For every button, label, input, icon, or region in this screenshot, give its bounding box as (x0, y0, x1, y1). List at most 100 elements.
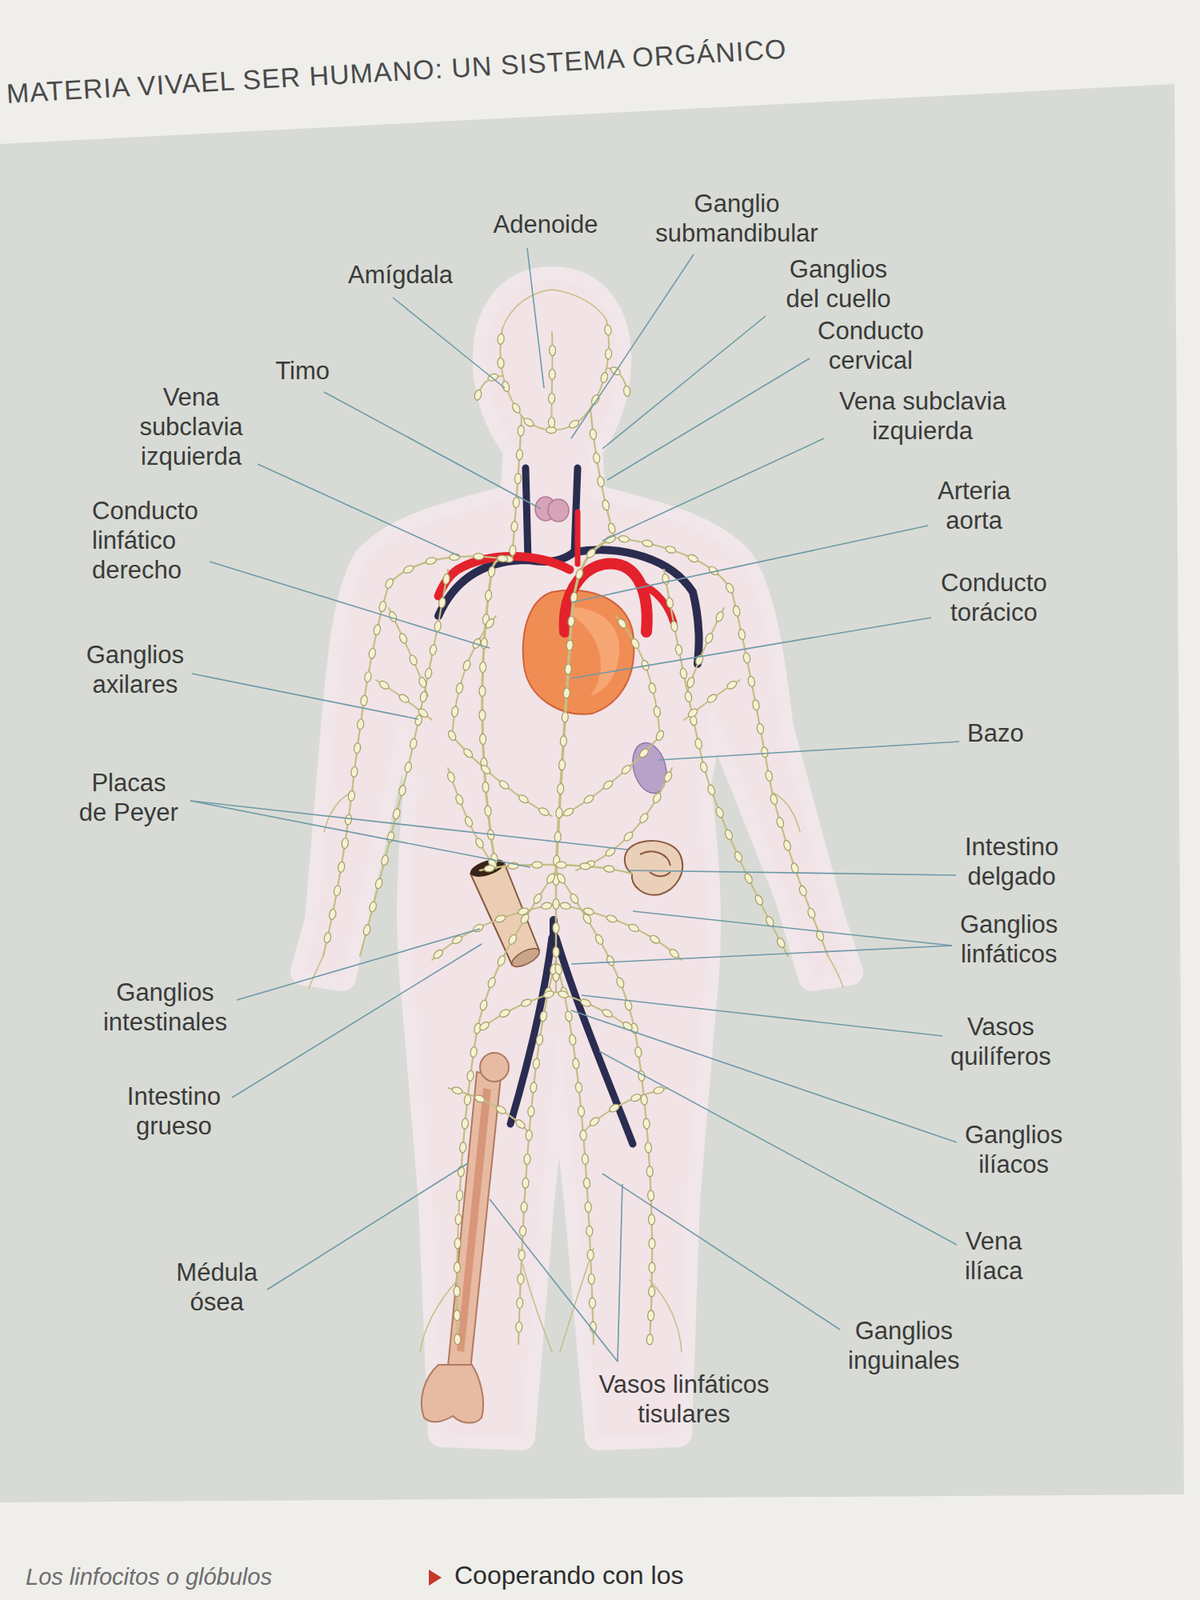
lymph-thin (828, 956, 844, 988)
part-label: Vasos quilíferos (950, 1012, 1052, 1072)
lymph-node-dot (568, 1034, 577, 1046)
lymph-node-dot (488, 566, 496, 578)
lymph-thin (420, 1280, 458, 1352)
lymph-node-dot (479, 733, 486, 744)
lymph-node-dot (438, 596, 447, 608)
lymph-node-dot (756, 723, 764, 735)
artery (438, 556, 570, 597)
lymph-node-dot (447, 729, 458, 742)
lymph-node-dot (540, 901, 552, 910)
lymph-node-dot (340, 837, 349, 849)
lymph (576, 768, 672, 871)
lymph-node-dot (428, 644, 437, 656)
lymph-node-dot (453, 1262, 460, 1273)
lymph-node-dot (516, 449, 524, 460)
leader-line (581, 995, 943, 1036)
lymph-node-dot (753, 893, 764, 906)
lymph-node-dot (496, 554, 508, 563)
lymph-node-dot (640, 1094, 648, 1106)
lymph-node-dot (686, 676, 696, 689)
lymph-node-dot (372, 624, 382, 636)
lymph-node-dot (647, 1190, 654, 1201)
lymph-node-dot (479, 999, 488, 1012)
lymph-node-dot (652, 1085, 665, 1095)
lymph-node-dot (479, 709, 486, 720)
lymph-node-dot (561, 712, 569, 723)
lymph-node-dot (715, 806, 725, 819)
lymph-node-dot (417, 676, 428, 688)
lymph-node-dot (527, 1105, 535, 1117)
lymph-node-dot (510, 401, 522, 414)
lymph-node-dot (646, 1166, 654, 1177)
lymph-node-dot (498, 779, 511, 791)
leader-line (617, 1184, 623, 1362)
part-label: Conducto cervical (817, 316, 924, 376)
lymph-node-dot (337, 861, 346, 873)
lymph-node-dot (432, 948, 444, 960)
lymph-node-dot (646, 1334, 654, 1345)
lymph-node-dot (665, 596, 674, 608)
lymph-node-dot (563, 688, 571, 699)
lymph-node-dot (592, 452, 601, 464)
lymph-node-dot (637, 747, 650, 760)
part-label: Placas de Peyer (76, 768, 181, 828)
part-label: Arteria aorta (937, 476, 1011, 536)
lymph-node-dot (368, 900, 378, 913)
lymph (561, 616, 660, 816)
lymph-node-dot (556, 783, 564, 794)
lymph-node-dot (629, 1092, 642, 1103)
lymph-node-dot (562, 807, 575, 818)
artery (640, 584, 674, 623)
lymph (482, 558, 512, 868)
lymph-thin (308, 956, 324, 989)
lymph-node-dot (472, 923, 484, 934)
lymph-node-dot (539, 1010, 548, 1022)
lymph-node-dot (644, 1142, 652, 1154)
lymph-node-dot (473, 552, 484, 560)
lymph-node-dot (654, 729, 665, 742)
lymph-node-dot (725, 679, 738, 691)
lymph (476, 992, 556, 1032)
lymph-node-dot (486, 976, 496, 989)
lymph-node-dot (332, 884, 341, 896)
lymph-node-dot (480, 764, 492, 776)
lymph-node-dot (560, 736, 568, 747)
lymph-node-dot (484, 805, 492, 817)
part-label: Ganglios linfáticos (960, 909, 1058, 969)
lymph-node-dot (461, 1118, 469, 1130)
lymph-node-dot (580, 862, 592, 870)
lymph-node-dot (519, 1225, 527, 1236)
lymph-node-dot (479, 685, 486, 696)
leader-line (571, 525, 928, 603)
lymph-node-dot (484, 617, 496, 630)
lymph-node-dot (552, 899, 560, 910)
lymph-node-dot (554, 963, 564, 976)
lymph-node-dot (384, 577, 395, 590)
lymph-node-dot (686, 707, 699, 719)
lymph-node-dot (585, 547, 598, 560)
lymph-node-dot (641, 539, 653, 548)
leader-line (599, 1051, 957, 1245)
vein (556, 937, 633, 1144)
lymph-node-dot (648, 1238, 656, 1249)
lymph-node-dot (494, 913, 507, 924)
footer-caption: Los linfocitos o glóbulos (25, 1563, 272, 1592)
lymph-node-dot (769, 793, 779, 806)
lymph-node-dot (496, 357, 504, 369)
bullet-marker (428, 1569, 442, 1586)
lymph-node-dot (374, 877, 384, 890)
lymph-node-dot (552, 947, 560, 958)
lymph-node-dot (652, 706, 661, 718)
lymph-node-dot (454, 1238, 461, 1249)
lymph-node-dot (461, 659, 472, 672)
lymph-node-dot (601, 779, 614, 791)
leader-line (628, 870, 956, 876)
lymph-node-dot (517, 425, 525, 436)
lymph-node-dot (442, 573, 451, 585)
leader-line (190, 800, 628, 850)
page-title: MATERIA VIVAEL SER HUMANO: UN SISTEMA OR… (5, 33, 788, 110)
lymph-node-dot (532, 892, 544, 905)
femur-knee (421, 1364, 484, 1424)
lymph-node-dot (548, 416, 555, 428)
